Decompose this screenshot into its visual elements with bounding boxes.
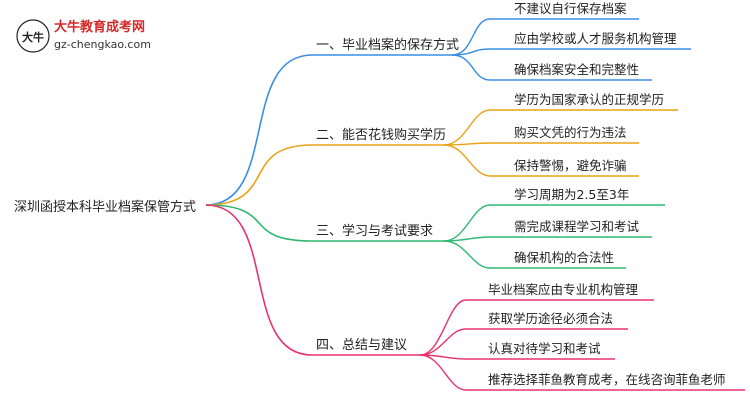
root-node: 深圳函授本科毕业档案保管方式 [14, 199, 196, 215]
logo-url: gz-chengkao.com [54, 38, 151, 51]
branch-1-label: 一、毕业档案的保存方式 [316, 37, 459, 53]
branch-3-child-1: 学习周期为2.5至3年 [514, 187, 629, 202]
logo: 大牛 大牛教育成考网 gz-chengkao.com [16, 19, 151, 53]
branch-3-child-2: 需完成课程学习和考试 [514, 219, 640, 234]
link-branch-4-child-2 [419, 328, 467, 356]
branch-3-label: 三、学习与考试要求 [316, 223, 433, 239]
branch-4-child-3: 认真对待学习和考试 [488, 341, 601, 356]
branch-4-child-2: 获取学历途径必须合法 [488, 311, 613, 326]
branch-1-child-2: 应由学校或人才服务机构管理 [514, 31, 677, 46]
branch-2-child-3: 保持警惕，避免诈骗 [514, 158, 627, 173]
link-branch-3-child-3 [443, 240, 491, 269]
logo-mark-text: 大牛 [22, 30, 44, 44]
branch-1-child-1: 不建议自行保存档案 [514, 1, 627, 16]
link-branch-4-child-1 [419, 299, 467, 356]
branch-1-child-3: 确保档案安全和完整性 [514, 62, 639, 77]
link-branch-1-child-3 [451, 54, 491, 81]
branch-3-child-3: 确保机构的合法性 [514, 250, 614, 265]
link-root-branch-1 [205, 54, 313, 206]
branch-4-child-4: 推荐选择菲鱼教育成考，在线咨询菲鱼老师 [488, 372, 726, 387]
link-branch-3-child-1 [443, 204, 491, 242]
branch-2-label: 二、能否花钱购买学历 [316, 127, 446, 143]
link-root-branch-3 [205, 204, 313, 242]
link-root-branch-2 [205, 144, 313, 206]
link-root-branch-4 [205, 204, 313, 356]
branch-2-child-1: 学历为国家承认的正规学历 [514, 92, 664, 107]
connector-lines [205, 18, 745, 391]
link-branch-2-child-3 [443, 144, 491, 177]
branch-4-child-1: 毕业档案应由专业机构管理 [488, 282, 639, 297]
branch-4-label: 四、总结与建议 [316, 338, 407, 353]
branch-2-child-2: 购买文凭的行为违法 [514, 125, 627, 140]
logo-name: 大牛教育成考网 [54, 19, 145, 35]
link-branch-1-child-1 [451, 18, 491, 56]
logo-mark-icon [16, 19, 50, 53]
branch-group: 一、毕业档案的保存方式 不建议自行保存档案应由学校或人才服务机构管理确保档案安全和… [316, 1, 726, 387]
link-branch-4-child-4 [419, 354, 467, 391]
link-branch-2-child-1 [443, 109, 491, 146]
